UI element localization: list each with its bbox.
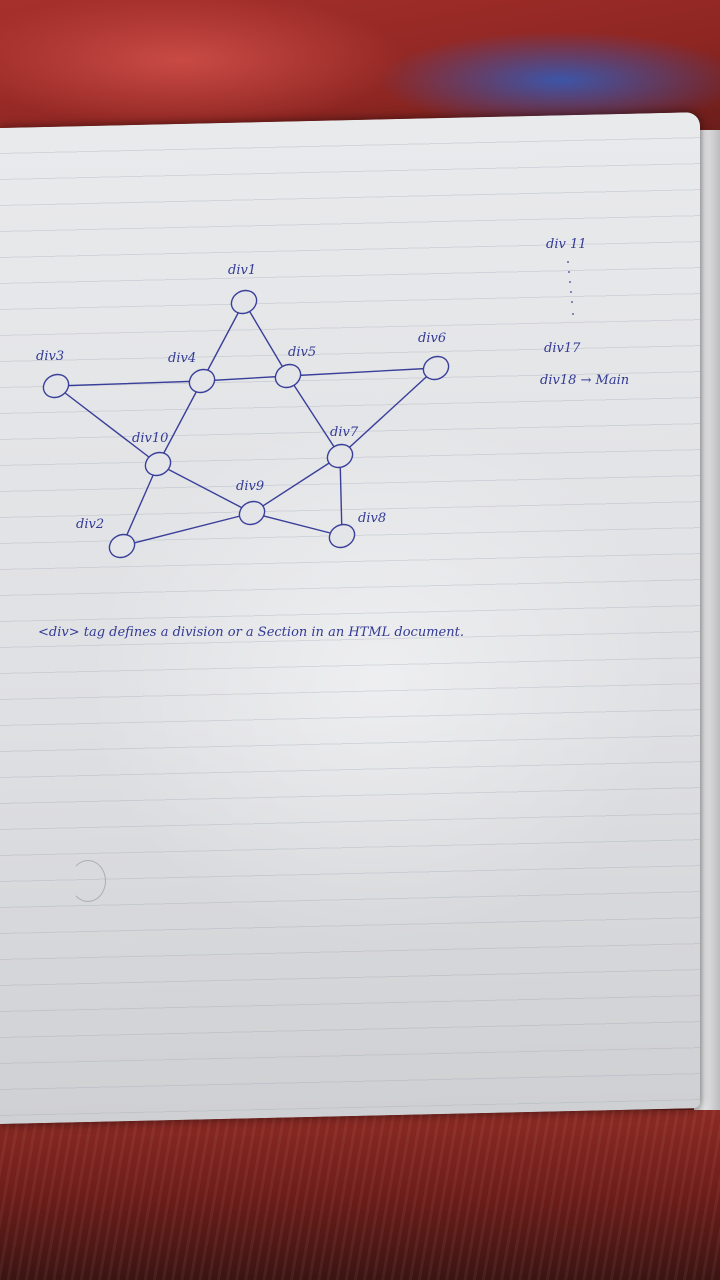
- node-label-div10: div10: [132, 431, 168, 446]
- node-label-div9: div9: [236, 479, 264, 494]
- node-div1: [230, 289, 258, 315]
- node-label-div7: div7: [330, 425, 359, 440]
- node-div4: [188, 368, 216, 394]
- edge-div4-div5: [201, 375, 289, 382]
- node-label-div1: div1: [228, 263, 256, 278]
- edge-div9-div8: [251, 512, 343, 537]
- side-note-div11: div 11: [546, 237, 587, 252]
- edge-div10-div9: [157, 463, 253, 514]
- node-label-div6: div6: [418, 331, 446, 346]
- edge-div6-div7: [339, 367, 437, 457]
- node-label-div4: div4: [168, 351, 196, 366]
- edge-div2-div9: [121, 512, 253, 547]
- edge-div3-div10: [55, 385, 159, 465]
- edge-div7-div8: [339, 455, 343, 537]
- node-div3: [42, 373, 70, 399]
- node-div2: [108, 533, 136, 559]
- edge-div3-div4: [55, 380, 203, 387]
- diagram-nodes: div1 div2 div3 div4 div5 div6 div7 div8 div9 div1…: [36, 263, 450, 559]
- node-div7: [326, 443, 354, 469]
- node-label-div8: div8: [358, 511, 386, 526]
- side-note-ellipsis: [567, 261, 574, 315]
- page-indent-mark: [70, 860, 106, 902]
- caption-text: <div> tag defines a division or a Sectio…: [38, 625, 464, 640]
- fabric-background-bottom: [0, 1110, 720, 1280]
- edge-div4-div10: [157, 380, 203, 465]
- node-label-div5: div5: [288, 345, 316, 360]
- edge-div5-div7: [287, 375, 341, 457]
- edge-div5-div6: [287, 367, 437, 377]
- side-note-div17: div17: [544, 341, 581, 356]
- node-label-div3: div3: [36, 349, 64, 364]
- edge-div1-div4: [201, 301, 245, 382]
- node-div6: [422, 355, 450, 381]
- edge-div10-div2: [121, 463, 159, 547]
- side-note-div18-main: div18 → Main: [540, 373, 629, 388]
- node-div9: [238, 500, 266, 526]
- edge-div1-div5: [243, 301, 289, 377]
- node-div8: [328, 523, 356, 549]
- diagram-edges: [55, 301, 437, 547]
- edge-div7-div9: [251, 455, 341, 514]
- node-label-div2: div2: [76, 517, 104, 532]
- node-div5: [274, 363, 302, 389]
- node-div10: [144, 451, 172, 477]
